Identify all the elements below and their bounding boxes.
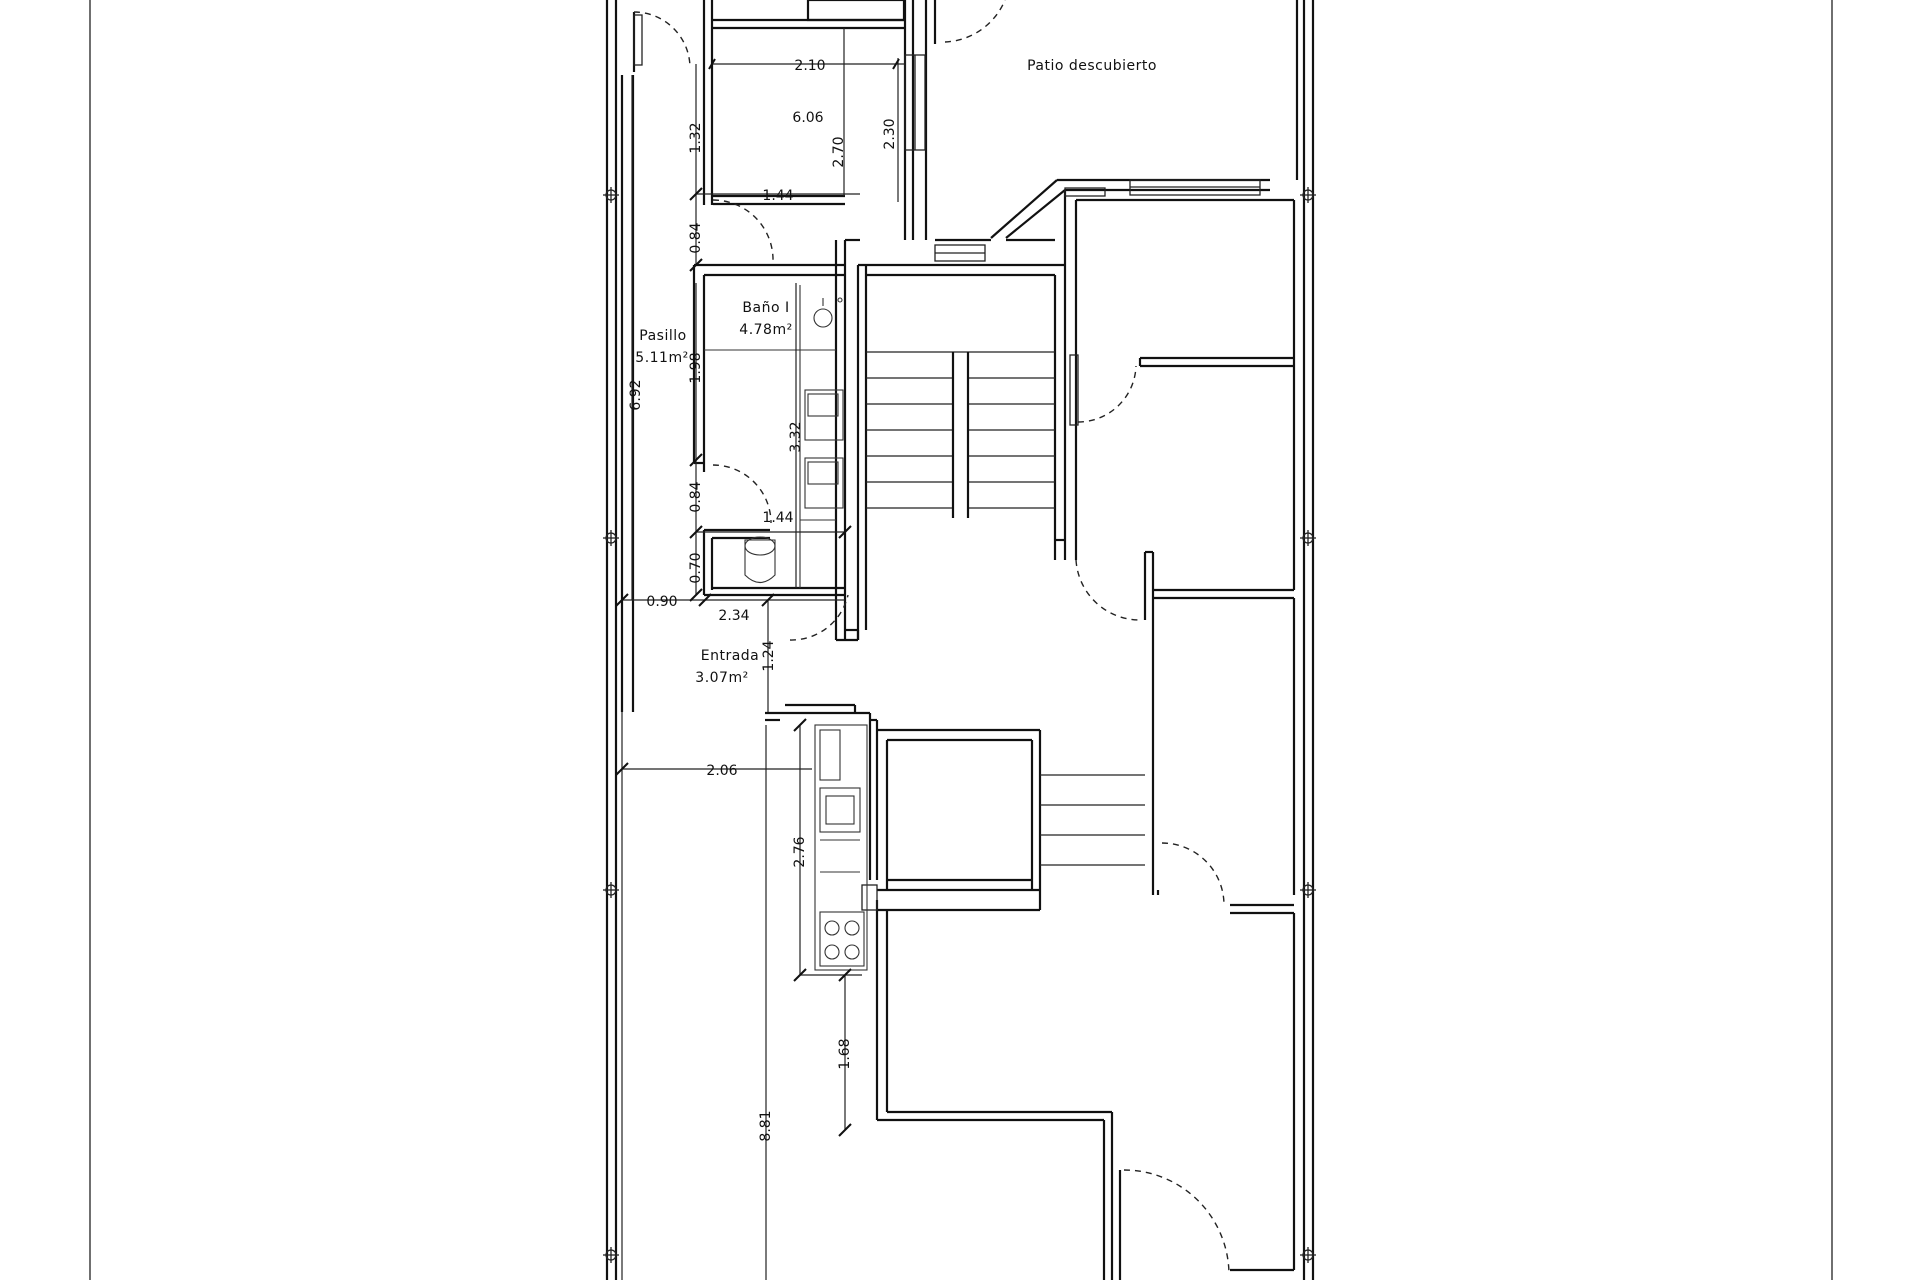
door-swings bbox=[633, 0, 1230, 1276]
dim-1-98: 1.98 bbox=[688, 352, 704, 383]
stair-treads bbox=[866, 351, 1145, 866]
dimension-ticks bbox=[615, 58, 900, 1137]
room-bano-area: 4.78m² bbox=[739, 322, 792, 338]
dim-2-70: 2.70 bbox=[831, 136, 847, 167]
column-markers bbox=[603, 187, 1316, 1263]
dim-0-84-top: 0.84 bbox=[688, 222, 704, 253]
dim-0-70: 0.70 bbox=[688, 552, 704, 583]
dim-2-30: 2.30 bbox=[882, 118, 898, 149]
sheet-frame bbox=[89, 0, 1833, 1280]
dim-0-84-mid: 0.84 bbox=[688, 481, 704, 512]
dimension-labels: 2.10 2.30 1.32 2.70 6.06 1.44 0.84 1.98 … bbox=[628, 58, 898, 1142]
room-pasillo-area: 5.11m² bbox=[635, 350, 688, 366]
dim-1-44-mid: 1.44 bbox=[762, 510, 793, 526]
windows bbox=[633, 14, 1261, 911]
dim-0-90: 0.90 bbox=[646, 594, 677, 610]
outer-walls bbox=[605, 0, 1315, 1280]
dim-1-32: 1.32 bbox=[688, 122, 704, 153]
dimension-lines bbox=[621, 28, 905, 1280]
dim-2-76: 2.76 bbox=[792, 836, 808, 867]
dim-1-68: 1.68 bbox=[837, 1038, 853, 1069]
dim-2-10: 2.10 bbox=[794, 58, 825, 74]
dim-2-06: 2.06 bbox=[706, 763, 737, 779]
room-entrada-label: Entrada bbox=[701, 648, 760, 664]
dim-2-34: 2.34 bbox=[718, 608, 749, 624]
dim-1-24: 1.24 bbox=[761, 640, 777, 671]
interior-walls bbox=[620, 0, 1299, 1280]
dim-8-81: 8.81 bbox=[758, 1110, 774, 1141]
room-area-6-06: 6.06 bbox=[792, 110, 823, 126]
bathroom-fixtures bbox=[704, 285, 844, 588]
room-bano-label: Baño I bbox=[742, 300, 789, 316]
dim-1-44-top: 1.44 bbox=[762, 188, 793, 204]
kitchen-fixtures bbox=[814, 724, 868, 971]
room-labels: Patio descubierto Baño I 4.78m² Pasillo … bbox=[635, 58, 1157, 686]
room-pasillo-label: Pasillo bbox=[639, 328, 686, 344]
room-patio-label: Patio descubierto bbox=[1027, 58, 1157, 74]
dim-6-92: 6.92 bbox=[628, 379, 644, 410]
dim-3-32: 3.32 bbox=[788, 421, 804, 452]
room-entrada-area: 3.07m² bbox=[695, 670, 748, 686]
